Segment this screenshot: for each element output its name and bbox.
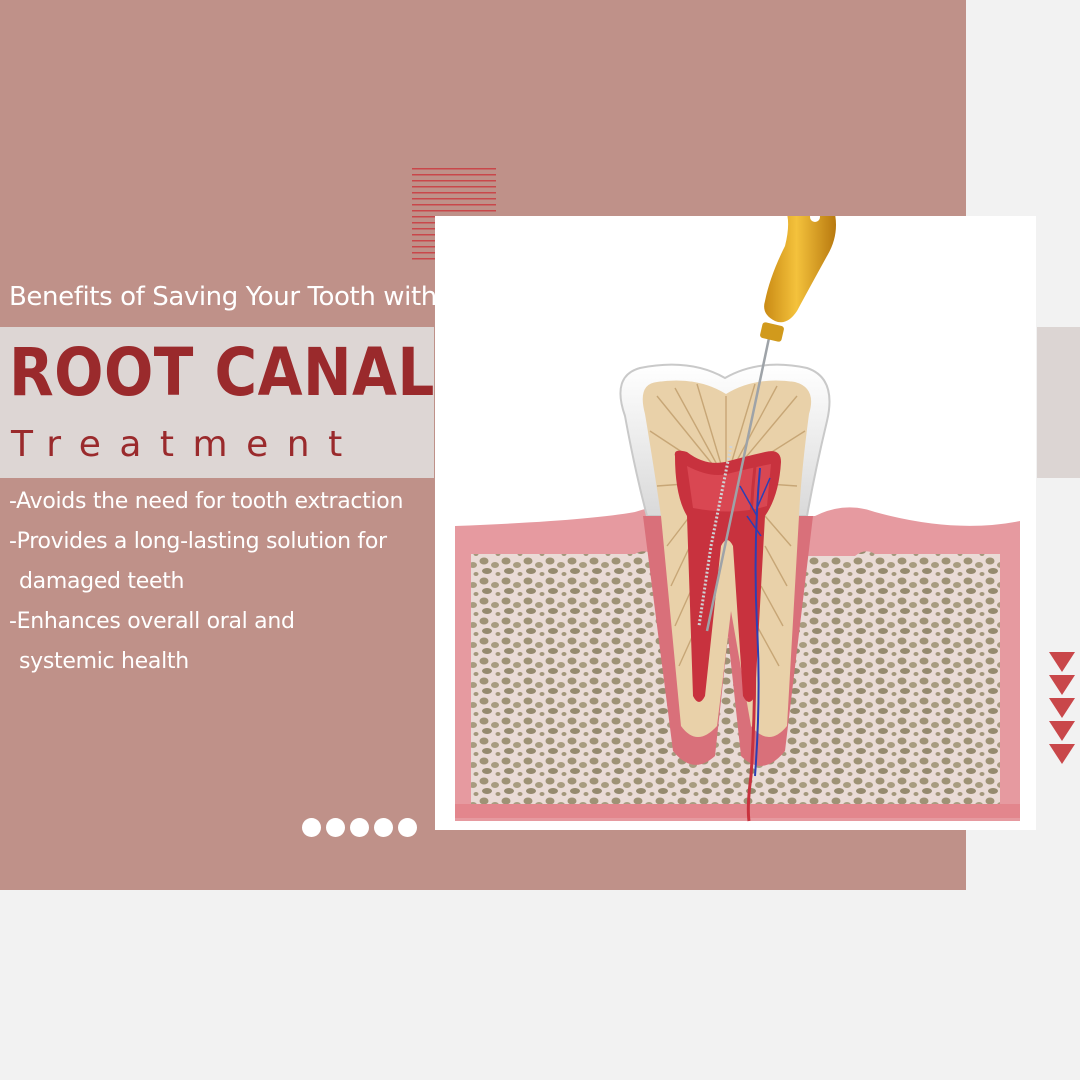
list-item: -Avoids the need for tooth extraction bbox=[9, 482, 403, 522]
benefit-text-continued: systemic health bbox=[19, 649, 189, 674]
page-title: ROOT CANAL bbox=[9, 334, 435, 411]
benefit-text: -Enhances overall oral and bbox=[9, 609, 295, 634]
benefit-text-continued: damaged teeth bbox=[19, 569, 185, 594]
list-item: -Provides a long-lasting solution for da… bbox=[9, 522, 403, 602]
triangle-icon bbox=[1049, 721, 1075, 741]
benefits-list: -Avoids the need for tooth extraction -P… bbox=[9, 482, 403, 682]
illustration-card bbox=[435, 216, 1036, 830]
right-accent-block bbox=[1037, 327, 1080, 478]
pagination-dot bbox=[350, 818, 369, 837]
pagination-dot bbox=[302, 818, 321, 837]
triangle-icon bbox=[1049, 744, 1075, 764]
pagination-dots bbox=[302, 818, 417, 837]
root-canal-tooth-cross-section-icon bbox=[455, 216, 1020, 822]
pagination-dot bbox=[326, 818, 345, 837]
benefit-text: -Provides a long-lasting solution for bbox=[9, 529, 387, 554]
triangle-icon bbox=[1049, 698, 1075, 718]
list-item: -Enhances overall oral and systemic heal… bbox=[9, 602, 403, 682]
triangle-icon bbox=[1049, 652, 1075, 672]
benefit-text: -Avoids the need for tooth extraction bbox=[9, 489, 404, 514]
pagination-dot bbox=[398, 818, 417, 837]
triangle-decoration bbox=[1049, 652, 1075, 764]
title-band bbox=[0, 327, 434, 478]
pagination-dot bbox=[374, 818, 393, 837]
triangle-icon bbox=[1049, 675, 1075, 695]
page-subtitle: Treatment bbox=[11, 424, 361, 465]
pre-title: Benefits of Saving Your Tooth with bbox=[9, 282, 437, 312]
